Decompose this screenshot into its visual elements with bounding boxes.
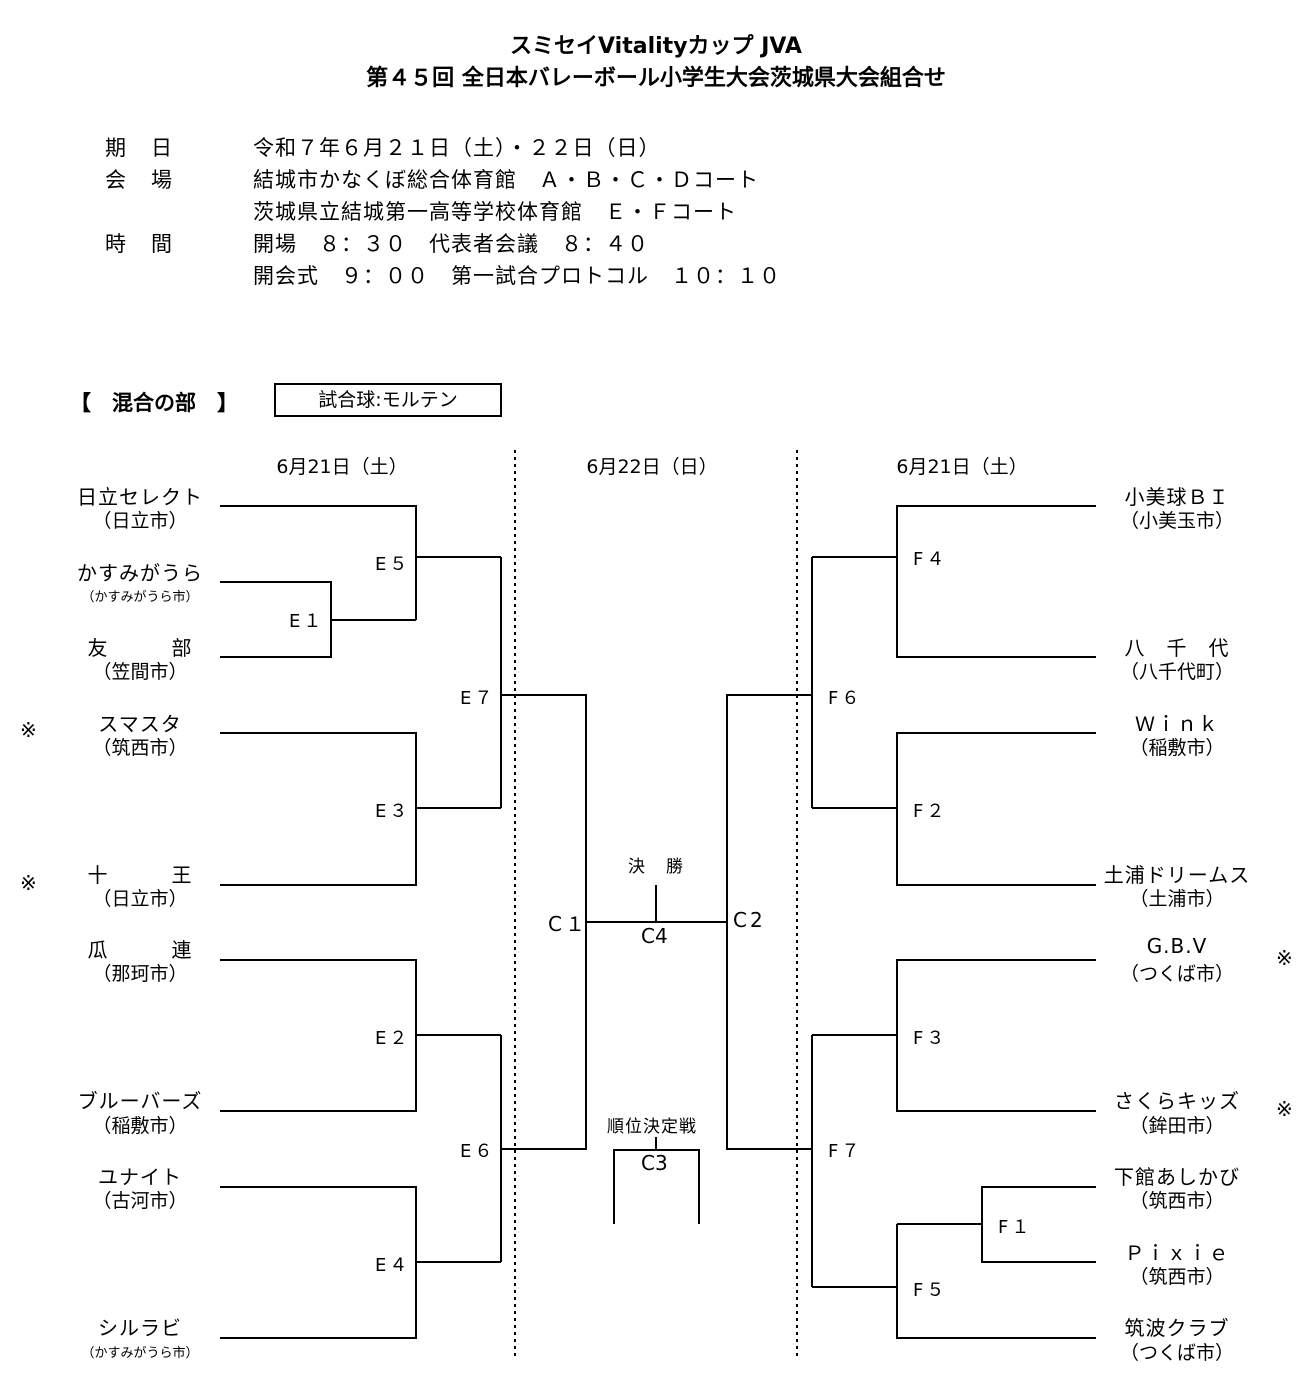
team-city: （筑西市） [1129, 1266, 1225, 1288]
match-e5: E５ [375, 554, 411, 575]
match-e4: E４ [375, 1255, 411, 1276]
team-city: （小美玉市） [1119, 510, 1234, 532]
team-city: （古河市） [92, 1190, 188, 1212]
ball-info-box: 試合球:モルテン [274, 383, 502, 417]
match-c2: C2 [733, 908, 766, 932]
team-name: スマスタ [98, 712, 182, 736]
date-right: 6月21日（土） [896, 456, 1028, 478]
team-city: （筑西市） [92, 737, 188, 759]
team-city: （つくば市） [1119, 963, 1234, 985]
section-name: 【 混合の部 】 [70, 391, 238, 415]
match-f7: F７ [828, 1141, 863, 1162]
team-name: 土浦ドリームス [1103, 863, 1251, 887]
venue-value-2: 茨城県立結城第一高等学校体育館 Ｅ・Ｆコート [253, 200, 737, 224]
match-f3: F３ [913, 1028, 948, 1049]
team-city: （つくば市） [1119, 1342, 1234, 1364]
team-name: G.B.V [1146, 934, 1208, 958]
team-name: 日立セレクト [77, 485, 203, 509]
team-city: （日立市） [92, 510, 188, 532]
team-name: Ｐｉｘｉｅ [1124, 1241, 1230, 1265]
venue-value-1: 結城市かなくぼ総合体育館 Ａ・Ｂ・Ｃ・Ｄコート [253, 168, 759, 192]
seed-mark: ※ [1276, 946, 1293, 970]
date-center: 6月22日（日） [586, 456, 718, 478]
team-name: Ｗｉｎｋ [1135, 712, 1219, 736]
match-f5: F５ [913, 1280, 948, 1301]
final-label: 決 勝 [628, 857, 685, 877]
time-value-1: 開場 ８：３０ 代表者会議 ８：４０ [253, 232, 649, 256]
match-c4: C4 [641, 924, 668, 948]
match-f4: F４ [913, 549, 948, 570]
team-name: さくらキッズ [1114, 1089, 1240, 1113]
match-f1: F１ [998, 1217, 1033, 1238]
team-name: かすみがうら [77, 561, 203, 585]
team-city: （那珂市） [92, 963, 188, 985]
team-name: 筑波クラブ [1124, 1316, 1230, 1340]
placement-label: 順位決定戦 [607, 1117, 697, 1137]
match-f2: F２ [913, 801, 948, 822]
match-c3: C3 [641, 1151, 668, 1175]
team-name: シルラビ [98, 1316, 182, 1340]
date-label: 期 日 [105, 136, 174, 160]
team-city: （笠間市） [92, 661, 188, 683]
match-e3: E３ [375, 801, 411, 822]
team-city: （土浦市） [1129, 888, 1225, 910]
seed-mark: ※ [20, 718, 37, 742]
team-city: （筑西市） [1129, 1190, 1225, 1212]
date-left: 6月21日（土） [276, 456, 408, 478]
team-name: 十 王 [87, 863, 193, 887]
title-line-1: スミセイVitalityカップ JVA [510, 34, 802, 59]
time-value-2: 開会式 ９：００ 第一試合プロトコル １０：１０ [253, 264, 781, 288]
match-e7: E７ [460, 688, 496, 709]
team-city: （鉾田市） [1129, 1115, 1225, 1137]
team-name: 友 部 [87, 636, 193, 660]
team-city: （かすみがうら市） [81, 1346, 199, 1361]
seed-mark: ※ [20, 871, 37, 895]
match-e6: E６ [460, 1141, 496, 1162]
venue-label: 会 場 [105, 168, 174, 192]
seed-mark: ※ [1276, 1097, 1293, 1121]
team-city: （稲敷市） [1129, 737, 1225, 759]
team-city: （かすみがうら市） [81, 590, 199, 605]
team-name: 小美球ＢＩ [1124, 485, 1230, 509]
team-name: 下館あしかび [1114, 1165, 1240, 1189]
team-city: （八千代町） [1119, 661, 1234, 683]
team-name: ユナイト [98, 1165, 182, 1189]
match-f6: F６ [828, 688, 863, 709]
match-c1: C１ [548, 912, 588, 936]
time-label: 時 間 [105, 232, 174, 256]
team-city: （稲敷市） [92, 1115, 188, 1137]
team-name: 八 千 代 [1124, 636, 1230, 660]
team-name: ブルーバーズ [77, 1089, 203, 1113]
team-name: 瓜 連 [87, 938, 193, 962]
match-e1: E１ [289, 611, 325, 632]
match-e2: E２ [375, 1028, 411, 1049]
title-line-2: 第４５回 全日本バレーボール小学生大会茨城県大会組合せ [366, 66, 946, 91]
team-city: （日立市） [92, 888, 188, 910]
date-value: 令和７年６月２１日（土）・２２日（日） [253, 136, 661, 160]
